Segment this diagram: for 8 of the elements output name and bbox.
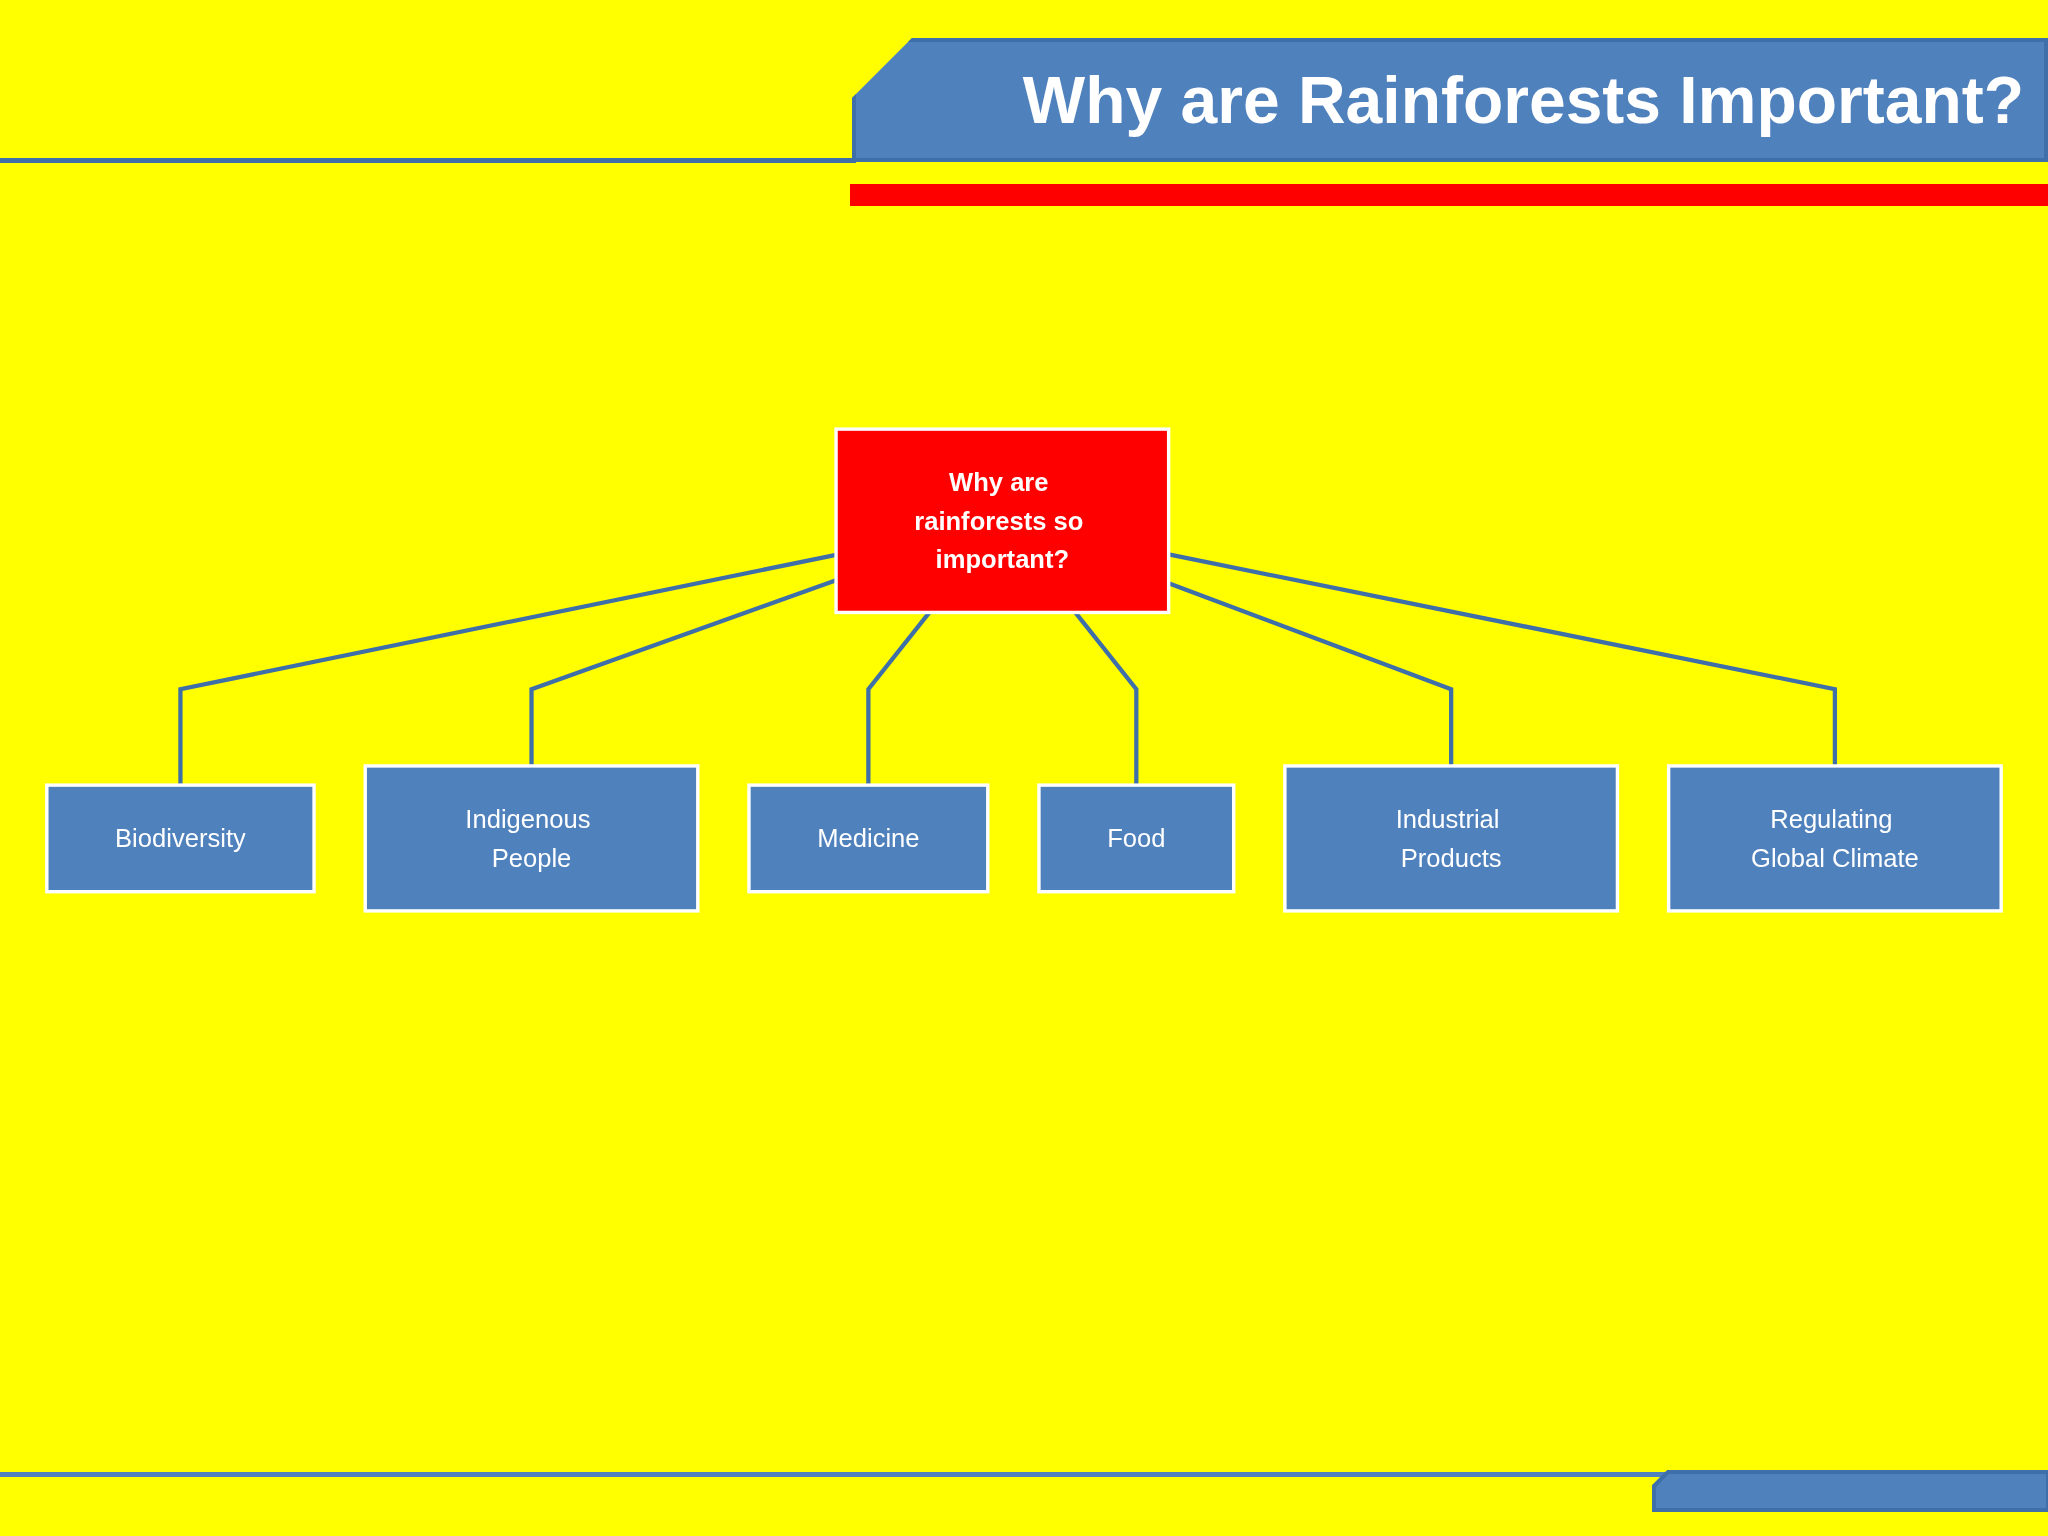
node-box: Biodiversity [45, 783, 316, 894]
title-banner: Why are Rainforests Important? [852, 38, 2048, 162]
node-box: Indigenous People [363, 764, 700, 913]
node-box: Industrial Products [1283, 764, 1620, 913]
node-box: Food [1037, 783, 1236, 894]
node-box: Regulating Global Climate [1666, 764, 2003, 913]
node-box: Why are rainforests so important? [834, 427, 1171, 615]
node-box: Medicine [747, 783, 990, 894]
